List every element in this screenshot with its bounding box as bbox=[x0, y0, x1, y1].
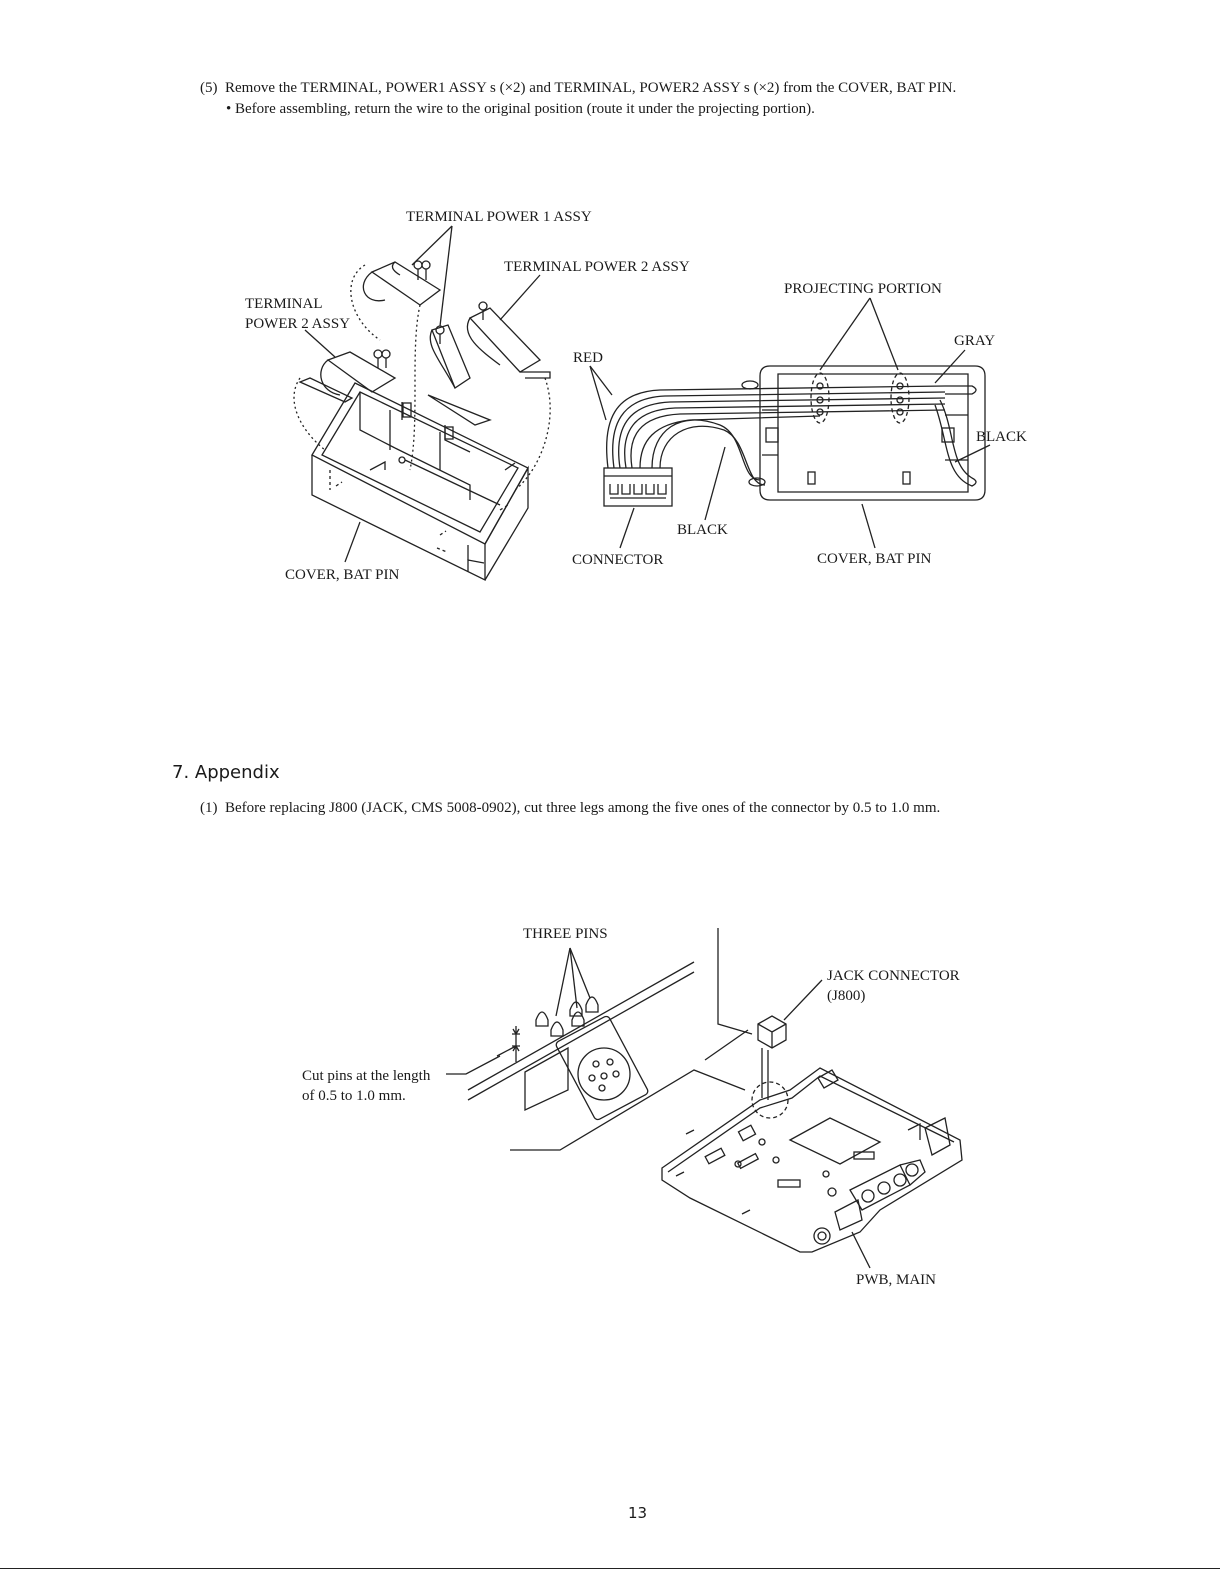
label-projecting-portion: PROJECTING PORTION bbox=[784, 281, 942, 297]
appendix-heading: 7. Appendix bbox=[172, 762, 280, 783]
jack-connector-j800 bbox=[751, 1015, 789, 1119]
label-jack-connector-line2: (J800) bbox=[827, 988, 865, 1004]
label-black-bottom: BLACK bbox=[677, 522, 728, 538]
step-5-note: • Before assembling, return the wire to … bbox=[226, 101, 815, 117]
step-5-number: (5) bbox=[200, 80, 218, 96]
pwb-main-board bbox=[661, 1067, 963, 1253]
label-black-right: BLACK bbox=[976, 429, 1027, 445]
appendix-step-1-text: Before replacing J800 (JACK, CMS 5008-09… bbox=[225, 800, 941, 816]
step-5-text: Remove the TERMINAL, POWER1 ASSY s (×2) … bbox=[225, 80, 957, 96]
label-three-pins: THREE PINS bbox=[523, 926, 608, 942]
connector-block bbox=[603, 467, 673, 507]
bottom-rule bbox=[0, 1568, 1220, 1569]
appendix-step-1-number: (1) bbox=[200, 800, 218, 816]
label-red: RED bbox=[573, 350, 603, 366]
label-gray: GRAY bbox=[954, 333, 995, 349]
figure-terminal-removal: TERMINAL POWER 1 ASSY TERMINAL POWER 2 A… bbox=[245, 209, 1027, 583]
cover-bat-pin-plate bbox=[759, 365, 986, 501]
label-terminal-power-2-left-line2: POWER 2 ASSY bbox=[245, 316, 350, 332]
label-jack-connector-line1: JACK CONNECTOR bbox=[827, 968, 960, 984]
board-edge-detail bbox=[467, 928, 753, 1151]
cover-bat-pin-box bbox=[311, 382, 529, 582]
projecting-portion-markers bbox=[810, 372, 910, 424]
label-pwb-main: PWB, MAIN bbox=[856, 1272, 936, 1288]
label-cut-pins-line2: of 0.5 to 1.0 mm. bbox=[302, 1088, 406, 1104]
label-connector: CONNECTOR bbox=[572, 552, 663, 568]
page-number: 13 bbox=[628, 1504, 648, 1522]
figure-jack-connector: THREE PINS JACK CONNECTOR (J800) Cut pin… bbox=[302, 926, 963, 1288]
label-terminal-power-1-assy: TERMINAL POWER 1 ASSY bbox=[406, 209, 592, 225]
terminal-power-2-assy-left bbox=[293, 349, 397, 451]
label-cut-pins-line1: Cut pins at the length bbox=[302, 1068, 431, 1084]
wire-harness bbox=[605, 380, 977, 487]
appendix-step-1: (1) Before replacing J800 (JACK, CMS 500… bbox=[200, 798, 940, 818]
label-cover-bat-pin-left: COVER, BAT PIN bbox=[285, 567, 399, 583]
step-5: (5) Remove the TERMINAL, POWER1 ASSY s (… bbox=[200, 78, 956, 98]
label-cover-bat-pin-right: COVER, BAT PIN bbox=[817, 551, 931, 567]
terminal-power-1-assy bbox=[350, 260, 492, 471]
label-terminal-power-2-assy-top: TERMINAL POWER 2 ASSY bbox=[504, 259, 690, 275]
terminal-power-2-assy-top bbox=[466, 301, 551, 491]
label-terminal-power-2-left-line1: TERMINAL bbox=[245, 296, 323, 312]
